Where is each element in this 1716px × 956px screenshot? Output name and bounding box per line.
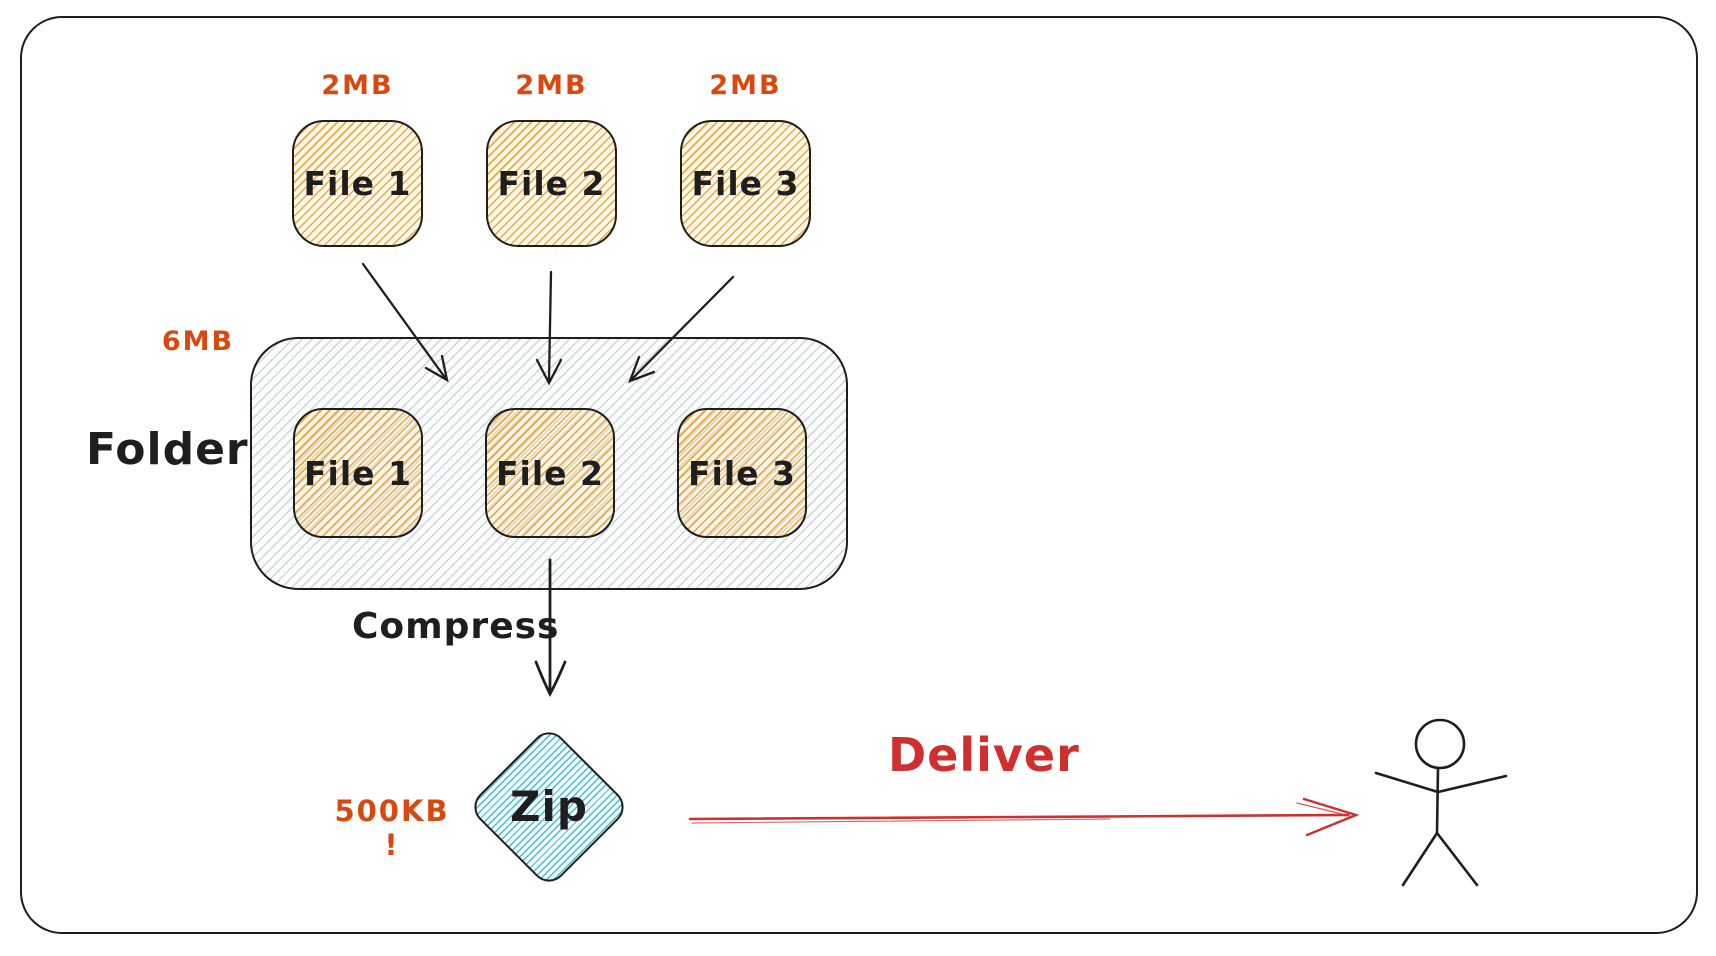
folder-label: Folder <box>86 424 249 475</box>
zip-size-label: 500KB ! <box>334 794 450 862</box>
file2-size-label: 2MB <box>515 70 588 101</box>
file1-size-label: 2MB <box>321 70 394 101</box>
compress-label: Compress <box>352 606 560 647</box>
folder-file1-label: File 1 <box>304 453 412 493</box>
file3-size-label: 2MB <box>709 70 782 101</box>
zip-label: Zip <box>510 782 588 831</box>
folder-file2-label: File 2 <box>496 453 604 493</box>
file1-box: File 1 <box>292 120 423 247</box>
canvas-border <box>20 16 1698 934</box>
file3-box: File 3 <box>680 120 811 247</box>
file2-label: File 2 <box>497 164 606 203</box>
file3-label: File 3 <box>691 164 800 203</box>
folder-size-label: 6MB <box>161 326 235 357</box>
deliver-label: Deliver <box>888 728 1080 782</box>
folder-file1-box: File 1 <box>293 408 423 538</box>
folder-file3-box: File 3 <box>677 408 807 538</box>
folder-file2-box: File 2 <box>485 408 615 538</box>
file2-box: File 2 <box>486 120 617 247</box>
file1-label: File 1 <box>303 164 412 203</box>
folder-file3-label: File 3 <box>688 453 796 493</box>
